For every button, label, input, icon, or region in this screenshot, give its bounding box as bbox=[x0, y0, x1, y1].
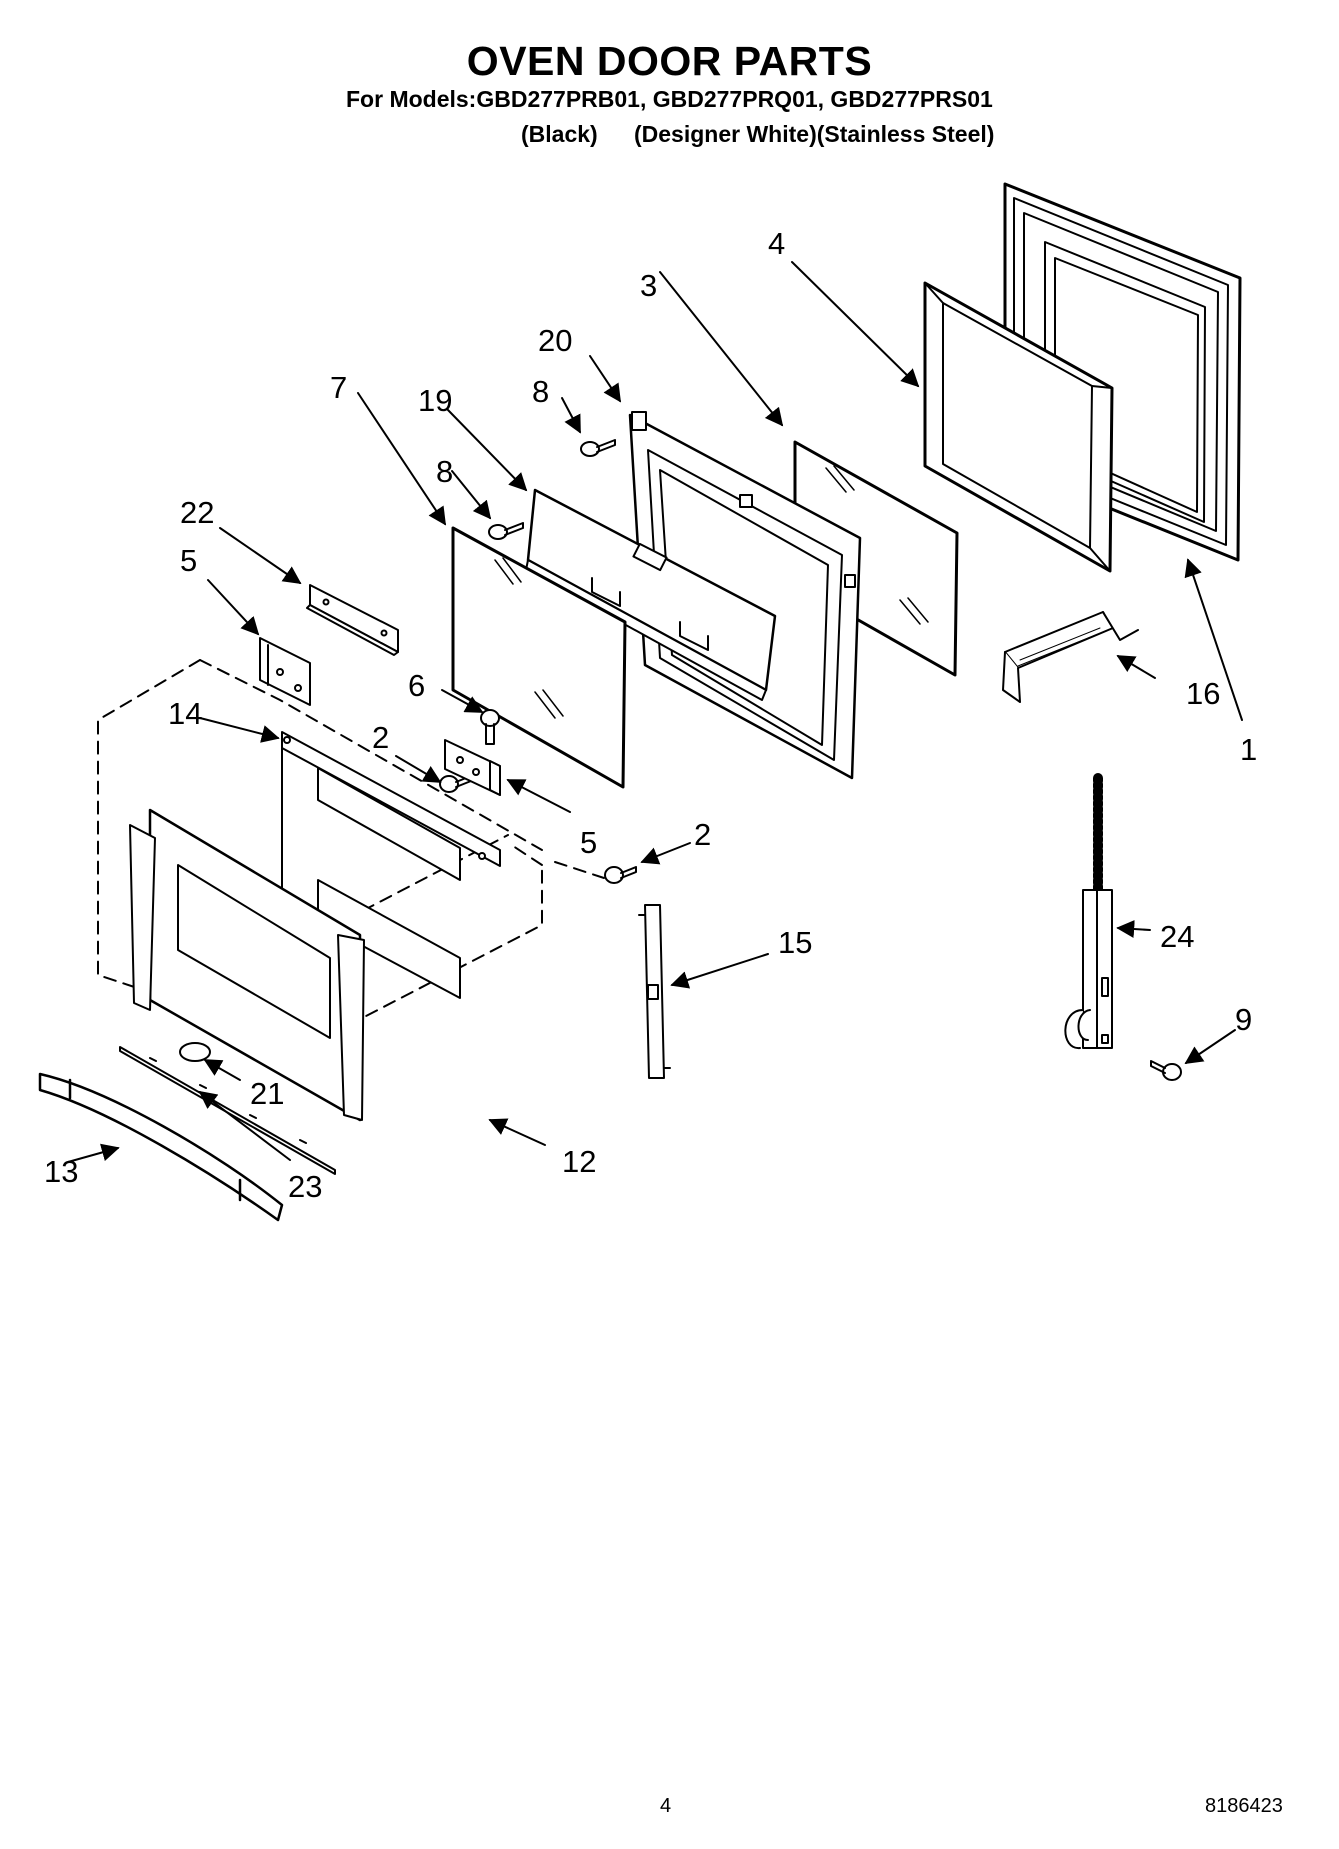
callout-4: 4 bbox=[768, 226, 785, 261]
callout-16: 16 bbox=[1186, 676, 1220, 711]
part-16-bracket bbox=[1002, 611, 1139, 703]
callout-12: 12 bbox=[562, 1144, 596, 1179]
part-14-door-frame bbox=[281, 731, 501, 999]
callout-6: 6 bbox=[408, 668, 425, 703]
callout-2a: 2 bbox=[372, 720, 389, 755]
callout-7: 7 bbox=[330, 370, 347, 405]
callout-23: 23 bbox=[288, 1169, 322, 1204]
callout-8b: 8 bbox=[436, 454, 453, 489]
part-2-screw-right bbox=[604, 866, 637, 884]
callout-19: 19 bbox=[418, 383, 452, 418]
doc-number: 8186423 bbox=[1205, 1795, 1283, 1817]
callout-20: 20 bbox=[538, 323, 572, 358]
part-22-trim-strip bbox=[306, 584, 399, 656]
part-24-hinge-assembly bbox=[1064, 773, 1113, 1050]
part-5-bracket-left bbox=[259, 637, 311, 706]
part-7-outer-glass bbox=[451, 526, 627, 789]
callout-21: 21 bbox=[250, 1076, 284, 1111]
part-9-screw bbox=[1150, 1060, 1182, 1081]
page-number: 4 bbox=[660, 1795, 672, 1817]
part-21-button bbox=[179, 1042, 211, 1062]
callout-8a: 8 bbox=[532, 374, 549, 409]
callout-2b: 2 bbox=[694, 817, 711, 852]
part-13-handle bbox=[38, 1072, 284, 1222]
callout-9: 9 bbox=[1235, 1002, 1252, 1037]
part-23-channel-strip bbox=[119, 1046, 336, 1175]
callouts: 1 2 2 3 4 5 5 6 7 8 8 9 12 13 14 15 16 1… bbox=[44, 226, 1257, 1204]
variant-black: (Black) bbox=[521, 121, 598, 147]
part-5-bracket-right bbox=[444, 739, 501, 796]
part-6-screw bbox=[480, 709, 500, 745]
callout-15: 15 bbox=[778, 925, 812, 960]
variant-white-stainless: (Designer White)(Stainless Steel) bbox=[634, 121, 995, 147]
callout-24: 24 bbox=[1160, 919, 1194, 954]
leader-lines bbox=[67, 261, 1243, 1163]
part-4-gasket-frame bbox=[923, 281, 1114, 573]
callout-3: 3 bbox=[640, 268, 657, 303]
callout-5b: 5 bbox=[580, 825, 597, 860]
callout-14: 14 bbox=[168, 696, 202, 731]
callout-22: 22 bbox=[180, 495, 214, 530]
part-8-screw-upper bbox=[580, 439, 616, 457]
callout-13: 13 bbox=[44, 1154, 78, 1189]
callout-1: 1 bbox=[1240, 732, 1257, 767]
models-line: For Models:GBD277PRB01, GBD277PRQ01, GBD… bbox=[346, 86, 993, 112]
callout-5a: 5 bbox=[180, 543, 197, 578]
page-title: OVEN DOOR PARTS bbox=[466, 38, 873, 84]
part-8-screw-lower bbox=[488, 522, 524, 540]
outer-door-panel bbox=[129, 808, 365, 1122]
part-15-side-strip bbox=[638, 904, 671, 1079]
